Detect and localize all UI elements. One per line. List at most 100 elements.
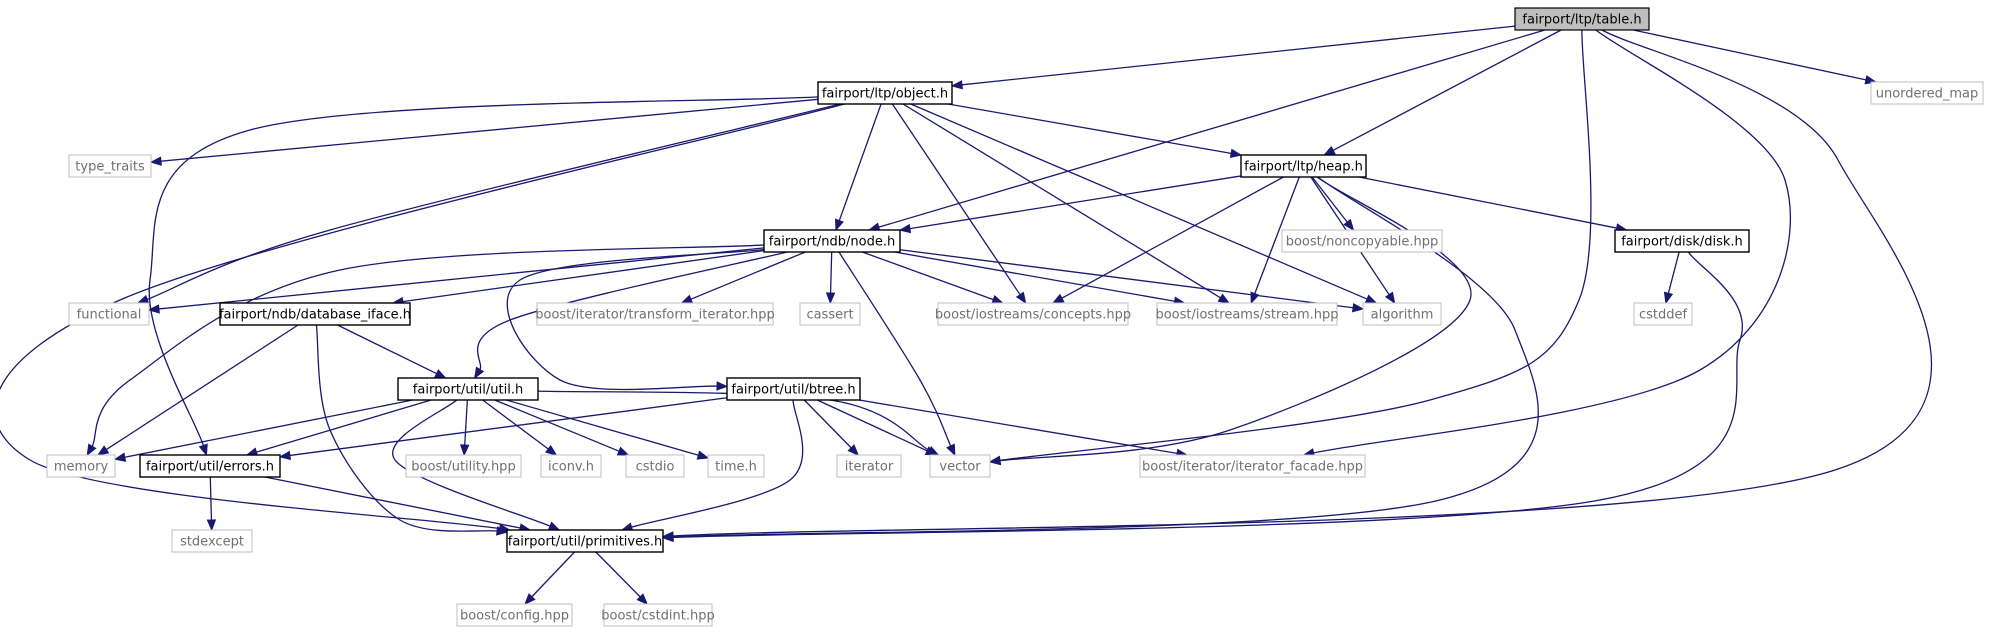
node-object[interactable]: fairport/ltp/object.h: [817, 81, 953, 105]
edge-table-to-iterator_facade: [1313, 29, 1792, 454]
node-box: [763, 229, 901, 253]
node-label: type_traits: [75, 160, 145, 175]
edge-object-to-type_traits: [160, 98, 819, 162]
edge-primitives-to-config: [531, 551, 575, 598]
node-iterator: iterator: [836, 454, 902, 478]
edge-node-to-concepts: [862, 251, 994, 301]
edge-table-to-heap: [1332, 29, 1562, 151]
arrowhead-node-to-algorithm: [1351, 302, 1365, 313]
edge-primitives-to-cstdint: [595, 551, 641, 598]
node-stream: boost/iostreams/stream.hpp: [1155, 302, 1339, 326]
node-box: [625, 454, 685, 478]
arrowhead-object-to-functional: [136, 294, 150, 304]
node-box: [139, 454, 281, 478]
node-label: boost/iterator/transform_iterator.hpp: [535, 308, 775, 323]
node-cstdint: boost/cstdint.hpp: [601, 603, 715, 627]
node-primitives[interactable]: fairport/util/primitives.h: [506, 529, 664, 553]
arrowhead-object-to-errors: [198, 443, 208, 457]
node-label: boost/iterator/iterator_facade.hpp: [1142, 460, 1363, 475]
edge-heap-to-node: [909, 175, 1242, 230]
arrowhead-disk-to-cstddef: [1663, 291, 1674, 305]
edge-object-to-concepts: [891, 103, 1021, 296]
node-label: fairport/ndb/node.h: [769, 235, 895, 250]
edge-util-to-memory: [124, 399, 413, 458]
arrowhead-node-to-concepts: [991, 294, 1004, 304]
edge-table-to-vector: [999, 29, 1592, 462]
arrowhead-errors-to-stdexcept: [206, 519, 217, 532]
node-heap[interactable]: fairport/ltp/heap.h: [1240, 154, 1367, 178]
edge-object-to-algorithm: [910, 103, 1368, 300]
edge-object-to-heap: [947, 103, 1232, 155]
edge-heap-to-disk: [1358, 176, 1617, 229]
node-label: stdexcept: [180, 535, 244, 550]
node-disk[interactable]: fairport/disk/disk.h: [1614, 229, 1750, 253]
node-table[interactable]: fairport/ltp/table.h: [1514, 7, 1650, 31]
node-cstdio: cstdio: [625, 454, 685, 478]
arrowhead-database_iface-to-util: [434, 369, 447, 379]
edge-errors-to-stdexcept: [209, 476, 213, 521]
node-util[interactable]: fairport/util/util.h: [397, 377, 539, 401]
node-utility: boost/utility.hpp: [405, 454, 522, 478]
node-btree[interactable]: fairport/util/btree.h: [726, 377, 861, 401]
node-label: boost/iostreams/stream.hpp: [1155, 308, 1338, 323]
node-label: boost/config.hpp: [460, 609, 569, 624]
edge-table-to-node: [878, 29, 1546, 228]
arrowhead-node-to-transform_iterator: [680, 294, 694, 304]
edge-btree-to-primitives: [631, 399, 804, 528]
node-box: [540, 454, 602, 478]
edge-node-to-vector: [838, 251, 952, 447]
node-node[interactable]: fairport/ndb/node.h: [763, 229, 901, 253]
node-box: [817, 81, 953, 105]
arrowhead-object-to-concepts: [1015, 291, 1027, 305]
edge-heap-to-stream: [1254, 176, 1300, 294]
arrowhead-primitives-to-cstdint: [636, 593, 649, 605]
node-box: [1139, 454, 1366, 478]
node-iconv: iconv.h: [540, 454, 602, 478]
arrowhead-util-to-time: [696, 450, 710, 460]
node-label: functional: [77, 308, 142, 323]
node-box: [836, 454, 902, 478]
node-label: memory: [54, 460, 109, 475]
arrowhead-node-to-functional: [147, 304, 160, 314]
edge-btree-to-vector: [817, 399, 928, 452]
node-time: time.h: [707, 454, 765, 478]
arrowhead-object-to-heap: [1229, 148, 1243, 158]
node-label: algorithm: [1371, 308, 1434, 323]
node-cassert: cassert: [799, 302, 861, 326]
node-database-iface[interactable]: fairport/ndb/database_iface.h: [219, 302, 411, 326]
arrowhead-heap-to-stream: [1250, 291, 1260, 305]
node-box: [799, 302, 861, 326]
arrowhead-heap-to-concepts: [1051, 293, 1065, 304]
node-label: fairport/util/btree.h: [731, 383, 855, 398]
node-box: [726, 377, 861, 401]
node-box: [1633, 302, 1693, 326]
edge-btree-to-errors: [289, 397, 728, 457]
edge-disk-to-primitives: [672, 251, 1743, 539]
edge-database_iface-to-util: [337, 324, 437, 375]
arrowhead-object-to-stream: [1217, 293, 1231, 304]
node-functional: functional: [68, 302, 150, 326]
edge-object-to-stream: [902, 103, 1221, 299]
edge-util-to-iconv: [482, 399, 549, 450]
edge-table-to-unordered_map: [1633, 29, 1867, 81]
edge-util-to-utility: [464, 399, 469, 446]
node-iterator-facade: boost/iterator/iterator_facade.hpp: [1139, 454, 1366, 478]
edge-node-to-functional: [158, 247, 765, 310]
arrowhead-node-to-btree: [716, 381, 729, 391]
arrowhead-node-to-util: [473, 366, 485, 380]
node-box: [506, 529, 664, 553]
node-errors[interactable]: fairport/util/errors.h: [139, 454, 281, 478]
arrowhead-util-to-primitives: [547, 521, 561, 531]
node-box: [171, 529, 253, 553]
node-box: [219, 302, 411, 326]
node-label: fairport/disk/disk.h: [1621, 235, 1743, 250]
node-stdexcept: stdexcept: [171, 529, 253, 553]
node-config: boost/config.hpp: [456, 603, 573, 627]
edge-object-to-functional: [147, 103, 841, 301]
node-label: cassert: [806, 308, 853, 323]
node-label: iconv.h: [548, 460, 594, 475]
arrowhead-disk-to-primitives: [661, 532, 674, 543]
node-label: iterator: [845, 460, 894, 475]
edge-btree-to-iterator_facade: [858, 399, 1178, 454]
